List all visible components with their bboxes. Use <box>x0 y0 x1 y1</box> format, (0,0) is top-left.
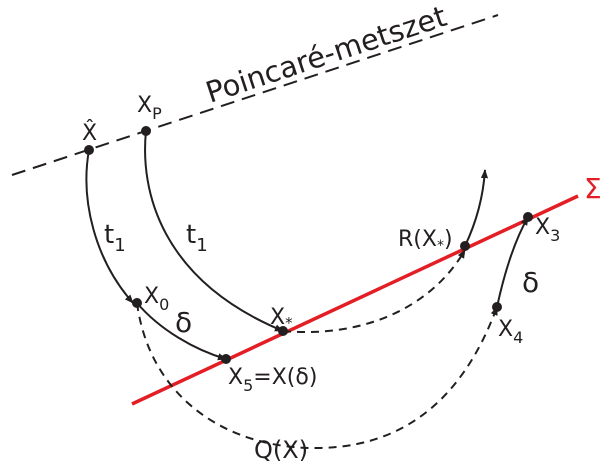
point-xp <box>141 126 151 136</box>
label-t1-left: t1 <box>104 220 126 256</box>
label-x3: X3 <box>535 215 560 245</box>
trajectory-r-upward <box>464 169 489 247</box>
trajectory-xp-to-xstar <box>144 130 284 332</box>
trajectory-x0-to-x5 <box>136 302 227 361</box>
label-xp: XP <box>137 93 162 123</box>
dashed-q-curve <box>136 302 498 450</box>
label-delta-left: δ <box>175 306 192 339</box>
label-q-of-x: Q(X) <box>254 436 308 464</box>
label-xstar: X* <box>270 305 293 332</box>
label-x0: X0 <box>144 284 169 314</box>
point-x3 <box>523 212 533 222</box>
label-x4: X4 <box>498 317 523 347</box>
point-x0 <box>132 298 142 308</box>
point-x5 <box>221 354 231 364</box>
sigma-line <box>131 194 579 406</box>
point-xstar <box>278 326 288 336</box>
poincare-section-line <box>11 14 499 176</box>
trajectory-x4-to-x3 <box>496 216 529 308</box>
label-t1-right: t1 <box>186 220 208 256</box>
dashed-xstar-to-r <box>282 249 466 333</box>
point-r <box>460 241 470 251</box>
point-xhat <box>84 145 94 155</box>
label-r-of-xstar: R(X*) <box>398 227 453 254</box>
label-sigma: Σ <box>584 172 602 205</box>
label-x5: X5=X(δ) <box>228 365 317 395</box>
label-delta-right: δ <box>522 266 539 299</box>
section-title: Poincaré-metszet <box>202 0 451 110</box>
trajectory-xhat-to-x0 <box>85 149 134 304</box>
label-xhat: X̂ <box>82 120 97 146</box>
point-x4 <box>492 302 502 312</box>
